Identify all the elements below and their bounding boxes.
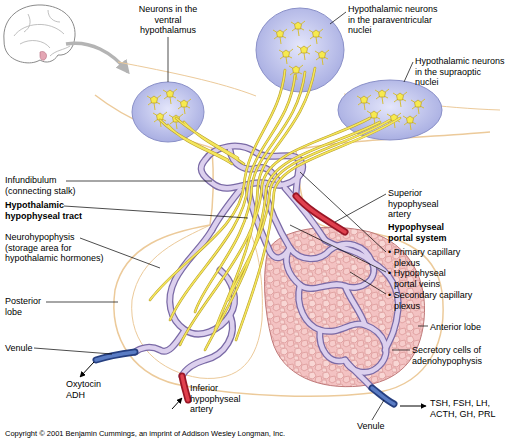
- neuron: [393, 92, 407, 107]
- neuron: [357, 95, 371, 110]
- venule-outline: [96, 352, 394, 404]
- neuron: [309, 29, 323, 44]
- flow-arrow: [400, 406, 426, 407]
- leader-line: [34, 12, 428, 420]
- hormone-label: TSH, FSH, LH, ACTH, GH, PRL: [430, 398, 508, 419]
- bullet-label: • Hypophyseal portal veins: [388, 268, 464, 289]
- structure-label: Anterior lobe: [430, 322, 481, 333]
- neuron: [273, 29, 287, 44]
- neuron-cluster: [338, 80, 442, 140]
- hormone-label: Oxytocin ADH: [66, 379, 108, 400]
- structure-label: Secretory cells of adenohypophysis: [412, 345, 500, 366]
- brain-outline: [4, 5, 75, 63]
- brain-folds: [14, 10, 70, 56]
- bullet-label: • Secondary capillary plexus: [388, 290, 498, 311]
- axon: [150, 68, 400, 350]
- flow-arrow: [172, 398, 182, 409]
- pituitary-spot: [40, 51, 47, 60]
- neuron: [289, 65, 303, 80]
- structure-label: Posterior lobe: [5, 296, 50, 317]
- structure-label: Neurons in the ventral hypothalamus: [134, 4, 202, 36]
- structure-label: Hypothalamic neurons in the paraventricu…: [348, 4, 443, 36]
- structure-label: Hypothalamic neurons in the supraoptic n…: [415, 56, 505, 88]
- neuron: [163, 89, 177, 104]
- neuron: [177, 99, 191, 114]
- structure-label: Inferior hypophyseal artery: [190, 383, 248, 415]
- venule: [96, 352, 394, 404]
- axon-tract: [150, 68, 400, 350]
- structure-heading: Hypophyseal portal system: [388, 222, 460, 243]
- axon-outline: [150, 68, 400, 350]
- neuron: [147, 95, 161, 110]
- neuron: [411, 99, 425, 114]
- neuron: [403, 115, 417, 130]
- neuron: [297, 45, 311, 60]
- zoom-arrow: [66, 43, 128, 72]
- structure-heading: Hypothalamic hypophyseal tract: [5, 200, 95, 221]
- neuron: [375, 89, 389, 104]
- neuron-cluster: [256, 8, 344, 92]
- neuron: [279, 49, 293, 64]
- structure-label: Neurohypophysis (storage area for hypoth…: [5, 232, 109, 264]
- neuron: [315, 50, 329, 65]
- flow-arrow: [80, 362, 94, 377]
- capillary-outline: [135, 146, 398, 388]
- structure-label: Superior hypophyseal artery: [388, 188, 446, 220]
- structure-label: Venule: [357, 421, 385, 432]
- neuron: [291, 21, 305, 36]
- capillary: [135, 146, 398, 388]
- bullet-label: • Primary capillary plexus: [388, 247, 484, 268]
- structure-label: Infundibulum (connecting stalk): [5, 175, 90, 196]
- copyright-note: Copyright © 2001 Benjamin Cummings, an i…: [5, 429, 285, 440]
- structure-label: Venule: [5, 343, 33, 354]
- neuron-cluster: [132, 82, 204, 142]
